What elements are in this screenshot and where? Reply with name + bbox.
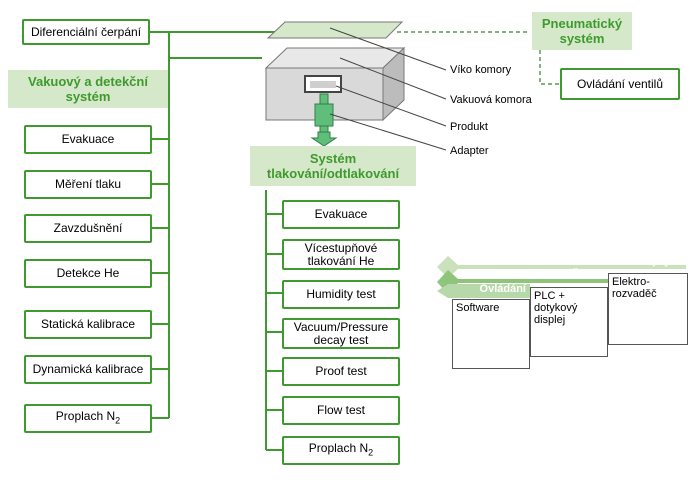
pressure-item-flow-test: Flow test — [282, 396, 400, 425]
produkt-label: Produkt — [450, 121, 488, 133]
band-ovladani-shape — [437, 284, 530, 298]
pressure-item-label: Evakuace — [314, 207, 368, 221]
pressure-item-label: Humidity test — [306, 287, 376, 301]
left-item-staticka-kalibrace: Statická kalibrace — [24, 310, 152, 339]
left-flush-sub: 2 — [115, 415, 121, 426]
vakuovy-system-title: Vakuový a detekční systém — [28, 74, 148, 104]
left-item-connectors — [152, 138, 169, 419]
left-flush-label: Proplach N2 — [55, 408, 121, 427]
pressure-item-proplach-n2: Proplach N2 — [282, 436, 400, 465]
pressure-item-evakuace: Evakuace — [282, 200, 400, 229]
pressure-item-connectors — [266, 213, 282, 451]
product-inner — [310, 81, 336, 88]
pressure-flush-label: Proplach N2 — [308, 440, 374, 459]
left-item-label: Detekce He — [56, 266, 120, 280]
left-item-proplach-n2: Proplach N2 — [24, 404, 152, 433]
vakuovy-system-header: Vakuový a detekční systém — [8, 70, 168, 108]
software-box: Software — [452, 299, 530, 369]
pressure-item-label: Proof test — [315, 364, 367, 378]
left-item-label: Evakuace — [61, 132, 115, 146]
band-napajeni-shape — [437, 256, 686, 278]
diferencialni-cerpani-box: Diferenciální čerpání — [22, 19, 150, 45]
pressure-flush-text: Proplach N — [308, 440, 369, 455]
left-item-mereni-tlaku: Měření tlaku — [24, 170, 152, 199]
pressure-item-proof-test: Proof test — [282, 357, 400, 386]
left-item-label: Statická kalibrace — [40, 317, 136, 331]
adapter-shape — [314, 103, 334, 127]
adapter-neck — [319, 93, 329, 105]
plc-label: PLC + dotykový displej — [534, 290, 578, 326]
chamber-leader-lines — [329, 27, 447, 151]
left-item-detekce-he: Detekce He — [24, 259, 152, 288]
left-item-label: Měření tlaku — [54, 177, 122, 191]
valve-dashed-line — [539, 50, 560, 85]
left-item-label: Dynamická kalibrace — [32, 362, 144, 376]
pressure-item-label: Vícestupňové tlakování He — [304, 240, 378, 268]
band-napajeni-label: Napájení — [638, 255, 684, 267]
left-item-evakuace: Evakuace — [24, 125, 152, 154]
viko-komory-label: Víko komory — [450, 64, 512, 76]
chamber-top-face — [264, 47, 406, 69]
pressure-flush-sub: 2 — [368, 447, 374, 458]
adapter-tail — [319, 125, 329, 133]
elektrorozvadec-label: Elektro-rozvaděč — [612, 276, 657, 300]
left-item-dynamicka-kalibrace: Dynamická kalibrace — [24, 355, 152, 384]
adapter-label: Adapter — [450, 145, 489, 157]
elektrorozvadec-box: Elektro-rozvaděč — [608, 273, 688, 345]
pneumaticky-system-header: Pneumatický systém — [532, 12, 632, 50]
diferencialni-cerpani-label: Diferenciální čerpání — [30, 24, 142, 39]
plc-box: PLC + dotykový displej — [530, 287, 608, 357]
left-item-zavzdusneni: Zavzdušnění — [24, 214, 152, 243]
pressure-item-humidity-test: Humidity test — [282, 280, 400, 309]
pneumaticky-system-title: Pneumatický systém — [541, 16, 623, 46]
pressure-item-vicestupnove-tlakovani: Vícestupňové tlakování He — [282, 239, 400, 270]
vakuova-komora-label: Vakuová komora — [450, 94, 532, 106]
left-flush-text: Proplach N — [55, 408, 116, 423]
ovladani-ventilu-label: Ovládání ventilů — [576, 76, 664, 91]
down-arrow-shape — [310, 131, 338, 147]
pressure-item-label: Flow test — [316, 403, 365, 417]
pressure-item-label: Vacuum/Pressure decay test — [293, 319, 389, 347]
band-ovladani-label: Ovládání — [479, 283, 526, 295]
ovladani-ventilu-box: Ovládání ventilů — [560, 68, 680, 100]
software-label: Software — [456, 302, 500, 314]
left-item-label: Zavzdušnění — [53, 221, 123, 235]
band-rizeni-shape — [437, 270, 608, 294]
pressure-item-decay-test: Vacuum/Pressure decay test — [282, 318, 400, 349]
band-rizeni-label: Řízení — [571, 269, 604, 281]
tlakovani-system-header: Systém tlakování/odtlakování — [250, 146, 416, 186]
tlakovani-system-title: Systém tlakování/odtlakování — [266, 151, 400, 181]
